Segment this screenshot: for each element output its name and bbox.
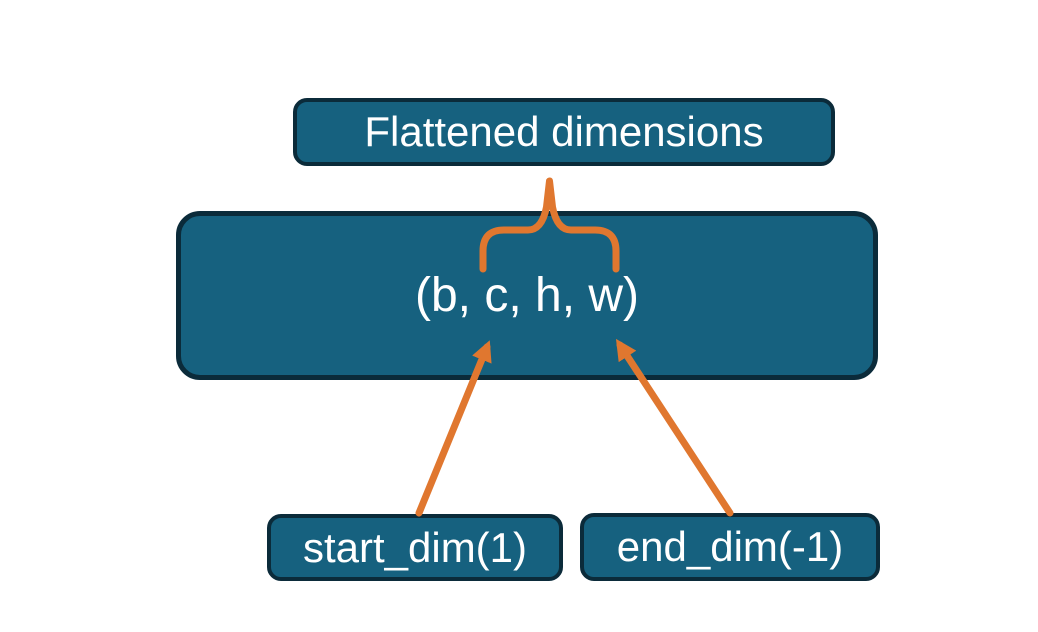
start-dim-label: start_dim(1) [302, 523, 528, 571]
end-dim-box: end_dim(-1) [580, 513, 880, 581]
tensor-shape-label: (b, c, h, w) [414, 269, 640, 322]
flattened-dimensions-box: Flattened dimensions [293, 98, 835, 166]
start-dim-box: start_dim(1) [267, 514, 563, 581]
flattened-dimensions-label: Flattened dimensions [364, 108, 764, 155]
tensor-shape-box: (b, c, h, w) [176, 211, 878, 380]
end-dim-label: end_dim(-1) [616, 523, 844, 570]
